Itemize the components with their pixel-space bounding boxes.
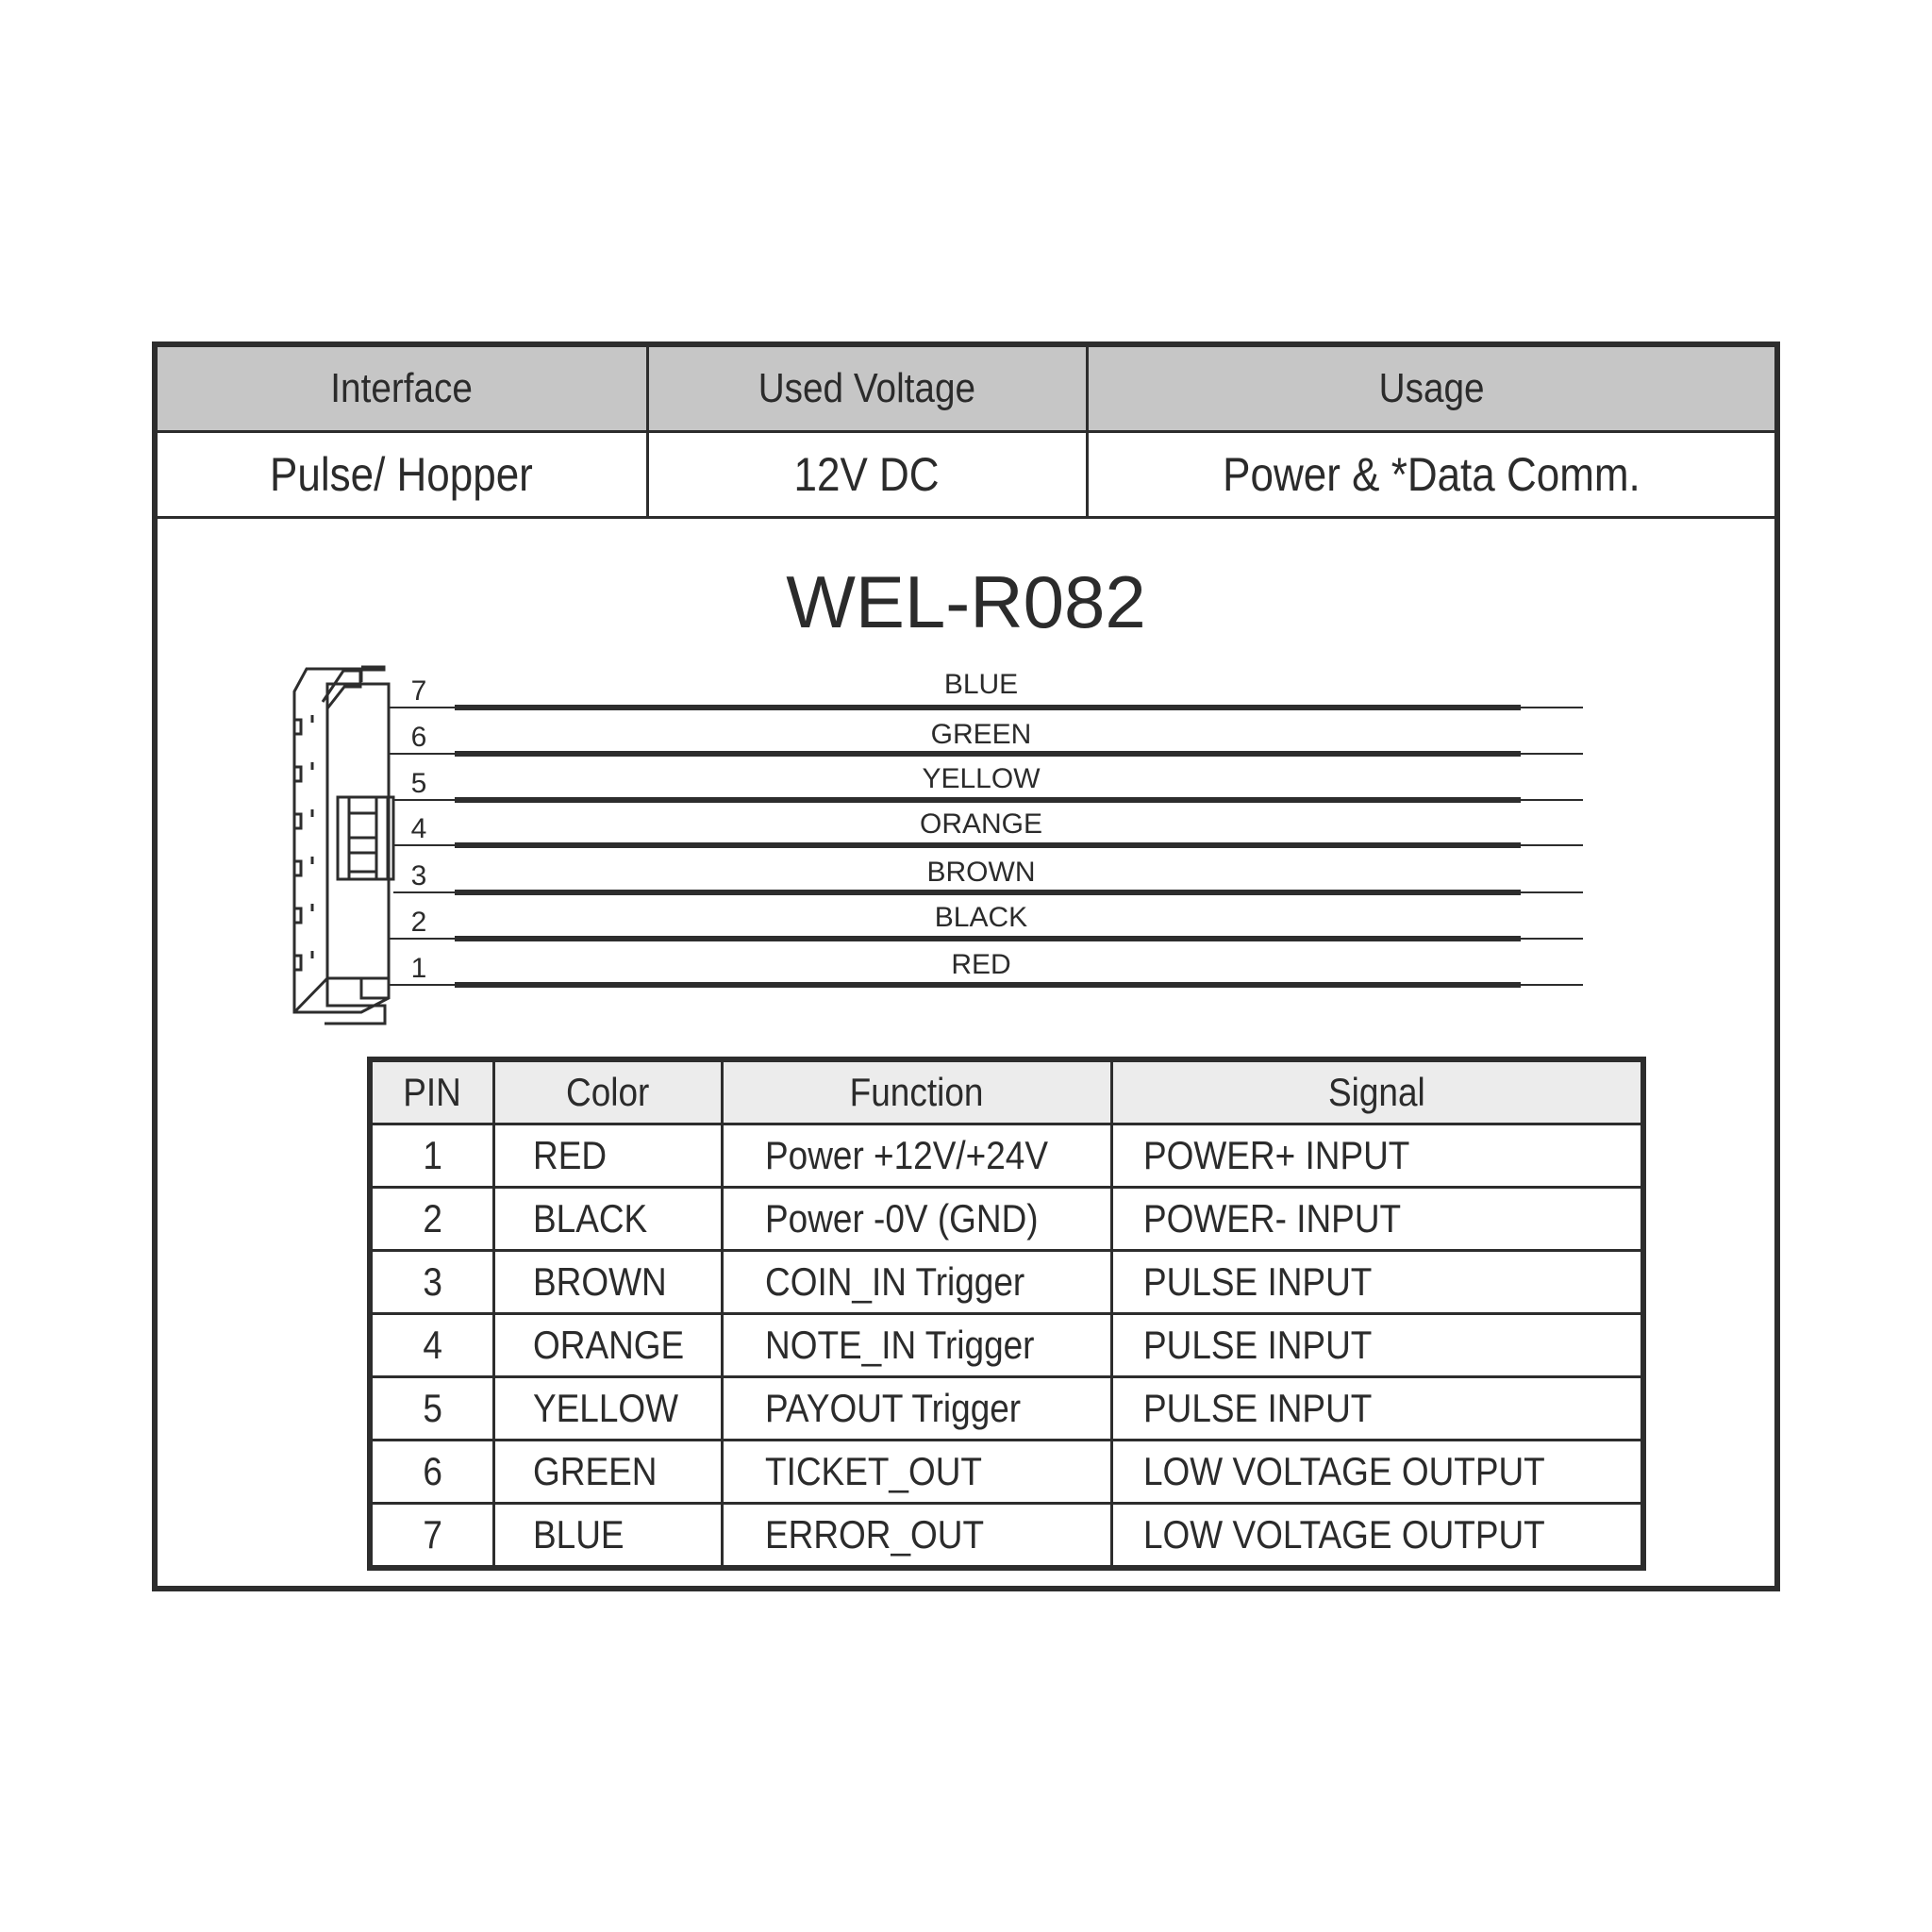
cell-pin: 3 <box>368 1249 495 1315</box>
wire-color-label: ORANGE <box>920 808 1042 840</box>
cell-signal: LOW VOLTAGE OUTPUT <box>1109 1502 1645 1570</box>
cell-pin: 2 <box>368 1186 495 1252</box>
wire-pin-number: 6 <box>411 722 427 753</box>
spec-header-interface: Interface <box>158 347 649 433</box>
wire-color-label: GREEN <box>931 719 1032 750</box>
cell-signal: POWER- INPUT <box>1109 1186 1645 1252</box>
cell-color: BROWN <box>491 1249 724 1315</box>
cell-function: NOTE_IN Trigger <box>720 1312 1113 1378</box>
cell-pin: 6 <box>368 1439 495 1505</box>
table-row: 1 RED Power +12V/+24V POWER+ INPUT <box>368 1123 1645 1189</box>
cell-function: TICKET_OUT <box>720 1439 1113 1505</box>
table-row: 5 YELLOW PAYOUT Trigger PULSE INPUT <box>368 1375 1645 1441</box>
cell-color: GREEN <box>491 1439 724 1505</box>
spec-value-voltage: 12V DC <box>645 430 1089 519</box>
cell-color: YELLOW <box>491 1375 724 1441</box>
wire-color-label: BLACK <box>935 902 1027 933</box>
wire-pin-number: 7 <box>411 675 427 707</box>
model-title: WEL-R082 <box>786 560 1146 643</box>
wire-1: 1 RED <box>389 949 1583 988</box>
wire-color-label: YELLOW <box>922 763 1041 794</box>
spec-value-interface: Pulse/ Hopper <box>158 430 649 519</box>
wire-color-label: BROWN <box>927 857 1036 888</box>
cell-pin: 7 <box>368 1502 495 1570</box>
wire-color-label: BLUE <box>944 669 1018 700</box>
wire-pin-number: 2 <box>411 907 427 938</box>
header-pin: PIN <box>368 1058 495 1125</box>
spec-value-usage: Power & *Data Comm. <box>1085 430 1774 519</box>
wire-7: 7 BLUE <box>389 669 1583 710</box>
connector-diagram: 7 BLUE 6 GREEN 5 YELLOW 4 <box>292 665 1583 1025</box>
cell-signal: LOW VOLTAGE OUTPUT <box>1109 1439 1645 1505</box>
header-function: Function <box>720 1058 1113 1125</box>
cell-function: Power +12V/+24V <box>720 1123 1113 1189</box>
table-row: 7 BLUE ERROR_OUT LOW VOLTAGE OUTPUT <box>368 1502 1645 1570</box>
wire-pin-number: 5 <box>411 768 427 799</box>
connector-housing-icon <box>292 665 395 1025</box>
cell-color: BLUE <box>491 1502 724 1570</box>
spec-header-usage: Usage <box>1085 347 1774 433</box>
wire-pin-number: 3 <box>411 860 427 891</box>
cell-color: RED <box>491 1123 724 1189</box>
header-signal: Signal <box>1109 1058 1645 1125</box>
pin-table: PIN Color Function Signal 1 RED Power +1… <box>367 1057 1646 1571</box>
cell-function: Power -0V (GND) <box>720 1186 1113 1252</box>
cell-pin: 1 <box>368 1123 495 1189</box>
wire-4: 4 ORANGE <box>393 808 1583 848</box>
wire-2: 2 BLACK <box>389 902 1583 941</box>
wire-pin-number: 1 <box>411 953 427 984</box>
cell-pin: 4 <box>368 1312 495 1378</box>
pin-table-header: PIN Color Function Signal <box>368 1058 1645 1125</box>
spec-header-row: Interface Used Voltage Usage <box>158 347 1774 433</box>
wire-5: 5 YELLOW <box>393 763 1583 803</box>
spec-header-voltage: Used Voltage <box>645 347 1089 433</box>
cell-signal: PULSE INPUT <box>1109 1375 1645 1441</box>
table-row: 3 BROWN COIN_IN Trigger PULSE INPUT <box>368 1249 1645 1315</box>
cell-signal: PULSE INPUT <box>1109 1312 1645 1378</box>
wiring-spec-frame: Interface Used Voltage Usage Pulse/ Hopp… <box>152 341 1780 1591</box>
cell-function: COIN_IN Trigger <box>720 1249 1113 1315</box>
header-color: Color <box>491 1058 724 1125</box>
cell-signal: POWER+ INPUT <box>1109 1123 1645 1189</box>
cell-function: PAYOUT Trigger <box>720 1375 1113 1441</box>
wire-3: 3 BROWN <box>393 857 1583 895</box>
cell-signal: PULSE INPUT <box>1109 1249 1645 1315</box>
spec-table: Interface Used Voltage Usage Pulse/ Hopp… <box>158 347 1774 519</box>
cell-color: ORANGE <box>491 1312 724 1378</box>
wire-color-label: RED <box>951 949 1010 980</box>
cell-color: BLACK <box>491 1186 724 1252</box>
table-row: 6 GREEN TICKET_OUT LOW VOLTAGE OUTPUT <box>368 1439 1645 1505</box>
wire-6: 6 GREEN <box>389 719 1583 757</box>
cell-pin: 5 <box>368 1375 495 1441</box>
cell-function: ERROR_OUT <box>720 1502 1113 1570</box>
wire-pin-number: 4 <box>411 813 427 844</box>
table-row: 4 ORANGE NOTE_IN Trigger PULSE INPUT <box>368 1312 1645 1378</box>
wire-bundle: 7 BLUE 6 GREEN 5 YELLOW 4 <box>389 669 1583 988</box>
table-row: 2 BLACK Power -0V (GND) POWER- INPUT <box>368 1186 1645 1252</box>
spec-value-row: Pulse/ Hopper 12V DC Power & *Data Comm. <box>158 430 1774 519</box>
